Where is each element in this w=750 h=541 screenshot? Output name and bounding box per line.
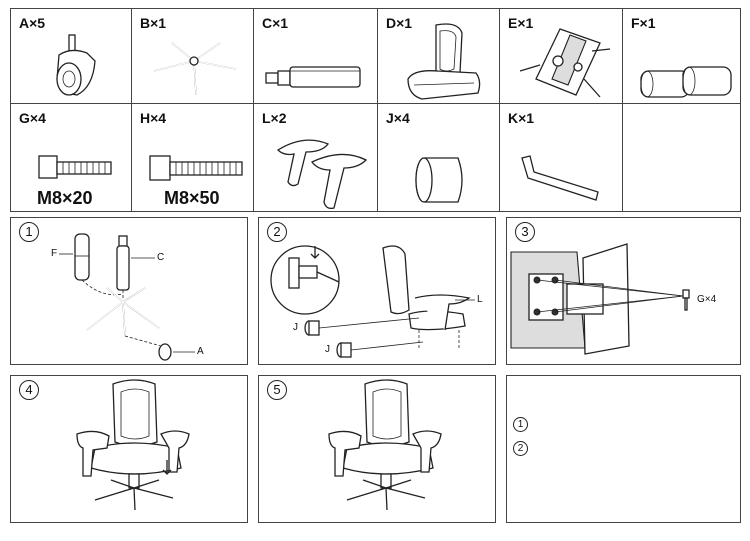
bolt-spec-g: M8×20 <box>37 188 93 208</box>
part-label-l: L×2 <box>262 110 287 126</box>
part-label-a: A×5 <box>19 15 46 31</box>
step-2-number: 2 <box>267 222 287 242</box>
part-label-f: F×1 <box>631 15 656 31</box>
legend-item-1: 1 <box>513 416 528 432</box>
part-label-h: H×4 <box>140 110 167 126</box>
step-3-diagram <box>510 243 690 355</box>
step-4-panel: 4 <box>10 375 248 523</box>
legend-number-1: 1 <box>513 417 528 432</box>
step-4-diagram <box>76 379 190 511</box>
part-label-j: J×4 <box>386 110 410 126</box>
part-label-b: B×1 <box>140 15 167 31</box>
step-5-panel: 5 <box>258 375 496 523</box>
callout-j2: J <box>325 344 330 355</box>
legend-number-2: 2 <box>513 441 528 456</box>
part-cell-empty <box>622 103 741 212</box>
callout-j1: J <box>293 322 298 333</box>
part-cell-h: H×4 M8×50 <box>131 103 254 212</box>
step-5-diagram <box>328 379 442 511</box>
bolt-cap-icon <box>415 157 463 203</box>
step-4-number: 4 <box>19 380 39 400</box>
part-cell-c: C×1 <box>253 8 378 104</box>
part-cell-d: D×1 <box>377 8 500 104</box>
step-2-diagram <box>270 245 475 358</box>
part-cell-a: A×5 <box>10 8 132 104</box>
part-cell-e: E×1 <box>499 8 623 104</box>
legend-panel: 1 2 <box>506 375 741 523</box>
step-5-number: 5 <box>267 380 287 400</box>
part-cell-l: L×2 <box>253 103 378 212</box>
caster-wheel-icon <box>56 34 96 96</box>
step-3-number: 3 <box>515 222 535 242</box>
step-1-diagram <box>59 233 195 361</box>
callout-l: L <box>477 294 483 305</box>
callout-c: C <box>157 252 165 263</box>
bolt-spec-h: M8×50 <box>164 188 220 208</box>
part-label-g: G×4 <box>19 110 46 126</box>
callout-a: A <box>197 346 204 357</box>
tilt-mechanism-icon <box>519 28 611 98</box>
step-1-number: 1 <box>19 222 39 242</box>
allen-key-icon <box>521 155 599 201</box>
callout-f: F <box>51 248 58 259</box>
star-base-icon <box>153 42 237 96</box>
part-cell-b: B×1 <box>131 8 254 104</box>
part-cell-k: K×1 <box>499 103 623 212</box>
armrests-icon <box>276 139 368 210</box>
cylinder-cover-icon <box>640 66 732 98</box>
callout-g: G×4 <box>697 294 717 305</box>
part-label-d: D×1 <box>386 15 413 31</box>
chair-body-icon <box>407 23 481 100</box>
step-3-panel: 3 G×4 <box>506 217 741 365</box>
part-cell-g: G×4 M8×20 <box>10 103 132 212</box>
part-label-c: C×1 <box>262 15 289 31</box>
step-1-panel: 1 F C A <box>10 217 248 365</box>
part-label-e: E×1 <box>508 15 534 31</box>
gas-cylinder-icon <box>265 66 361 88</box>
part-cell-f: F×1 <box>622 8 741 104</box>
part-cell-j: J×4 <box>377 103 500 212</box>
bolt-short-icon <box>38 155 112 179</box>
bolt-long-icon <box>149 155 243 181</box>
step-2-panel: 2 L J J <box>258 217 496 365</box>
part-label-k: K×1 <box>508 110 535 126</box>
legend-item-2: 2 <box>513 440 528 456</box>
